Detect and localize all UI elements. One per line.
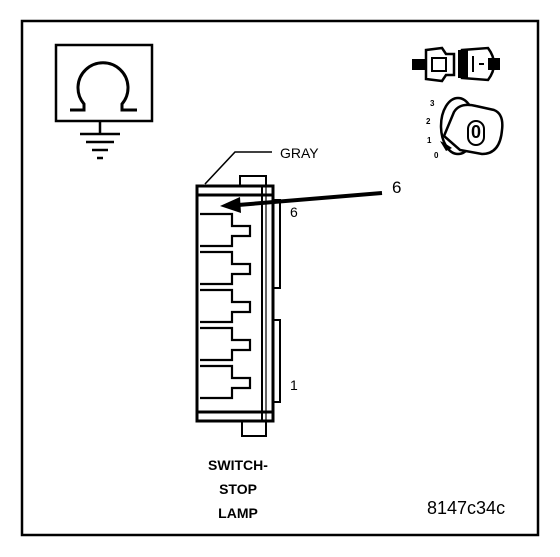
- ignition-position-1: 1: [427, 136, 432, 145]
- pin-callout-arrow: [220, 191, 383, 213]
- figure-border: [20, 19, 540, 537]
- ignition-position-0: 0: [434, 151, 439, 160]
- connector-disconnect-icon: [412, 46, 500, 83]
- key-position-label: 0: [471, 122, 482, 142]
- ignition-key-off-icon: [439, 96, 504, 156]
- caption-line-1: SWITCH-: [208, 457, 268, 473]
- pin-label-top: 6: [290, 204, 298, 220]
- figure-id: 8147c34c: [427, 498, 506, 518]
- ignition-position-2: 2: [426, 117, 431, 126]
- wire-color-label: GRAY: [280, 145, 319, 161]
- callout-pin-number: 6: [392, 178, 402, 197]
- pin-label-bottom: 1: [290, 377, 298, 393]
- gray-leader-line: [204, 151, 272, 185]
- ohmmeter-ground-icon: [54, 43, 154, 160]
- caption-line-3: LAMP: [218, 505, 258, 521]
- ignition-position-3: 3: [430, 99, 435, 108]
- caption-line-2: STOP: [219, 481, 257, 497]
- connector-cavities: [200, 212, 252, 400]
